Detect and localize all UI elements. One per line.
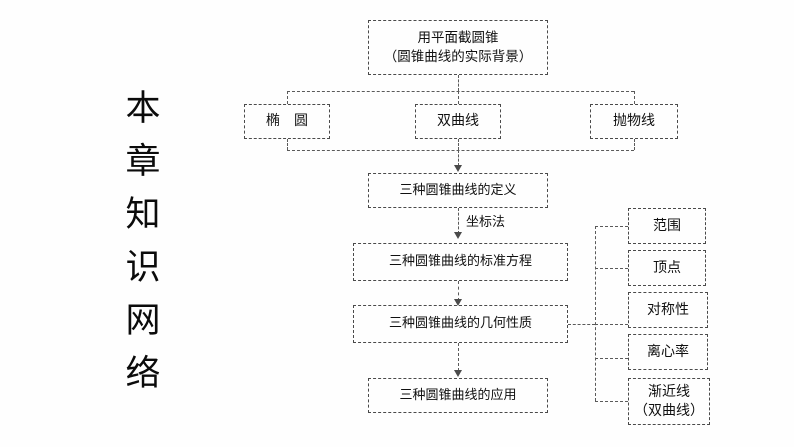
- node-hyperbola: 双曲线: [415, 104, 501, 139]
- title-char-1: 本: [125, 89, 161, 129]
- node-symmetry: 对称性: [628, 292, 708, 328]
- connector-drop-ellipse: [287, 91, 288, 104]
- node-definition: 三种圆锥曲线的定义: [368, 173, 548, 208]
- connector-right-bus: [595, 226, 596, 401]
- edge-label-coordinate-method: 坐标法: [466, 215, 506, 230]
- arrow-to-properties: [454, 299, 462, 306]
- node-range: 范围: [628, 208, 706, 244]
- connector-equation-to-properties: [458, 281, 459, 301]
- node-standard-equation: 三种圆锥曲线的标准方程: [353, 243, 568, 281]
- connector-properties-to-application: [458, 343, 459, 371]
- title-char-5: 网: [125, 301, 161, 341]
- node-parabola: 抛物线: [590, 104, 678, 139]
- node-standard-equation-label: 三种圆锥曲线的标准方程: [388, 254, 532, 270]
- node-hyperbola-label: 双曲线: [437, 113, 479, 130]
- connector-ellipse-down: [287, 139, 288, 150]
- node-application: 三种圆锥曲线的应用: [368, 378, 548, 413]
- node-asymptote-line2: （双曲线）: [634, 402, 704, 419]
- connector-parabola-down: [634, 139, 635, 150]
- title-char-6: 络: [125, 354, 161, 394]
- title-char-4: 识: [125, 248, 161, 288]
- arrow-to-equation: [454, 232, 462, 239]
- connector-branch-asymptote: [595, 401, 628, 402]
- connector-branch-symmetry: [595, 324, 628, 325]
- node-asymptote-line1: 渐近线: [648, 383, 690, 400]
- connector-drop-hyperbola: [458, 91, 459, 104]
- node-symmetry-label: 对称性: [647, 301, 689, 318]
- title-char-3: 知: [125, 195, 161, 235]
- connector-bus-merge: [287, 150, 634, 151]
- connector-definition-to-equation: [458, 208, 459, 234]
- connector-branch-eccentricity: [595, 358, 628, 359]
- node-parabola-label: 抛物线: [613, 113, 655, 130]
- node-range-label: 范围: [653, 217, 681, 234]
- connector-drop-parabola: [634, 91, 635, 104]
- title-char-2: 章: [125, 142, 161, 182]
- connector-root-down: [458, 75, 459, 91]
- connector-hyperbola-down: [458, 139, 459, 150]
- node-application-label: 三种圆锥曲线的应用: [399, 387, 517, 403]
- connector-properties-to-right-bus: [568, 324, 595, 325]
- node-ellipse-label: 椭圆: [266, 113, 322, 130]
- connector-branch-vertex: [595, 268, 628, 269]
- node-eccentricity-label: 离心率: [647, 343, 689, 360]
- node-asymptote: 渐近线 （双曲线）: [628, 378, 710, 425]
- arrow-to-application: [454, 370, 462, 377]
- node-vertex: 顶点: [628, 250, 706, 286]
- node-definition-label: 三种圆锥曲线的定义: [399, 182, 517, 198]
- node-root-line2: （圆锥曲线的实际背景）: [383, 48, 533, 65]
- node-root-line1: 用平面截圆锥: [417, 30, 499, 47]
- connector-merge-to-definition: [458, 150, 459, 166]
- node-geometric-properties-label: 三种圆锥曲线的几何性质: [388, 316, 532, 332]
- connector-branch-range: [595, 226, 628, 227]
- arrow-to-definition: [454, 165, 462, 172]
- node-root: 用平面截圆锥 （圆锥曲线的实际背景）: [368, 20, 548, 75]
- chapter-title: 本 章 知 识 网 络: [108, 92, 178, 392]
- node-eccentricity: 离心率: [628, 334, 708, 370]
- connector-bus-top: [287, 91, 634, 92]
- node-geometric-properties: 三种圆锥曲线的几何性质: [353, 305, 568, 343]
- node-vertex-label: 顶点: [653, 259, 681, 276]
- node-ellipse: 椭圆: [244, 104, 330, 139]
